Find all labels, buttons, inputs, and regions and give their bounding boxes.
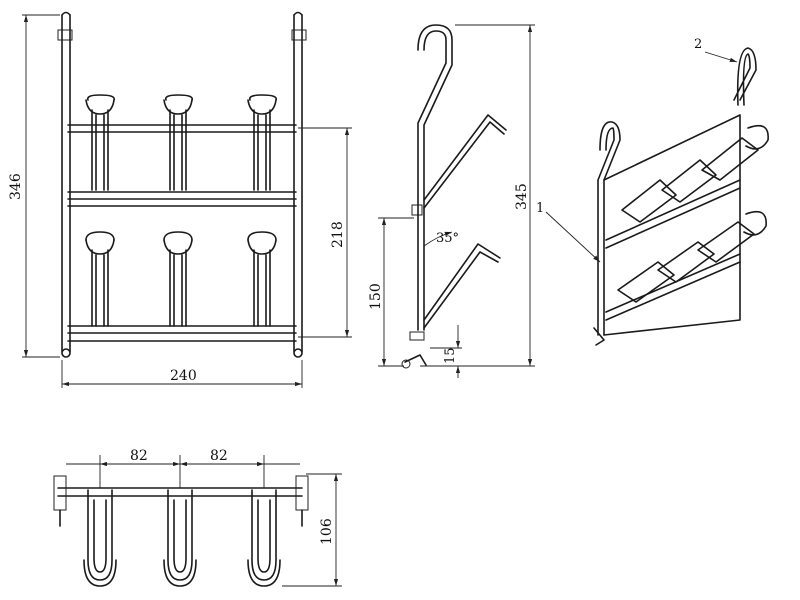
iso-callout-1: 1 bbox=[536, 201, 601, 263]
front-upper-loops bbox=[85, 94, 278, 191]
side-angle-label: 35° bbox=[436, 231, 459, 246]
top-loop-3 bbox=[247, 489, 281, 587]
iso-callout-2: 2 bbox=[694, 37, 738, 63]
side-view: 345 150 35° 15 bbox=[368, 24, 535, 378]
top-spacing-b-label: 82 bbox=[210, 448, 228, 464]
side-offset-label: 15 bbox=[443, 347, 458, 364]
front-left-post bbox=[57, 11, 73, 358]
loop-lower-2 bbox=[163, 231, 193, 327]
side-dim-angle: 35° bbox=[423, 231, 459, 247]
front-height-label: 346 bbox=[8, 173, 24, 200]
front-dim-width: 240 bbox=[61, 360, 303, 388]
loop-upper-1 bbox=[85, 94, 116, 191]
side-dim-offset: 15 bbox=[430, 325, 462, 378]
top-loops bbox=[83, 489, 281, 587]
front-width-label: 240 bbox=[170, 368, 197, 384]
side-dim-spacing: 150 bbox=[368, 217, 414, 367]
side-dim-height: 345 bbox=[420, 24, 535, 367]
iso-frame bbox=[593, 47, 769, 346]
front-dim-height: 346 bbox=[8, 14, 60, 358]
side-frame bbox=[401, 24, 507, 369]
side-height-label: 345 bbox=[514, 183, 530, 210]
front-dim-shelf: 218 bbox=[298, 127, 352, 338]
iso-view: 1 2 bbox=[536, 37, 769, 346]
front-shelf-label: 218 bbox=[330, 221, 346, 248]
loop-lower-1 bbox=[85, 231, 115, 327]
loop-lower-3 bbox=[247, 231, 277, 327]
top-loop-2 bbox=[163, 489, 197, 587]
loop-upper-2 bbox=[163, 94, 194, 191]
top-loop-1 bbox=[83, 489, 117, 587]
top-spacing-a-label: 82 bbox=[130, 448, 148, 464]
side-spacing-label: 150 bbox=[368, 283, 384, 310]
callout-1-label: 1 bbox=[536, 201, 544, 216]
top-view: 82 82 106 bbox=[53, 448, 342, 587]
front-right-post bbox=[291, 11, 307, 358]
top-dim-spacing: 82 82 bbox=[66, 448, 300, 488]
callout-2-label: 2 bbox=[694, 37, 702, 52]
front-view: 240 346 218 bbox=[8, 11, 352, 388]
front-lower-loops bbox=[85, 231, 277, 327]
loop-upper-3 bbox=[247, 94, 278, 191]
top-dim-depth: 106 bbox=[282, 473, 342, 587]
top-depth-label: 106 bbox=[319, 518, 335, 545]
